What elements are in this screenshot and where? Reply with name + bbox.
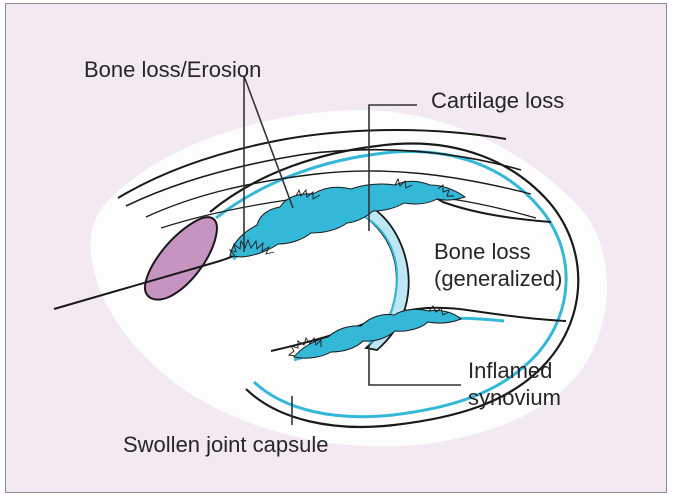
label-bone-loss-generalized: Bone loss (generalized) — [434, 238, 562, 292]
label-bone-loss-generalized-line-2: (generalized) — [434, 265, 562, 292]
label-inflamed-synovium-line-1: Inflamed — [468, 357, 561, 384]
label-inflamed-synovium: Inflamed synovium — [468, 357, 561, 411]
label-cartilage-loss: Cartilage loss — [431, 89, 564, 113]
label-swollen-joint-capsule: Swollen joint capsule — [123, 433, 328, 457]
label-inflamed-synovium-line-2: synovium — [468, 384, 561, 411]
diagram-panel: Bone loss/Erosion Cartilage loss Bone lo… — [5, 3, 667, 493]
label-bone-loss-erosion: Bone loss/Erosion — [84, 58, 261, 82]
label-bone-loss-generalized-line-1: Bone loss — [434, 238, 562, 265]
